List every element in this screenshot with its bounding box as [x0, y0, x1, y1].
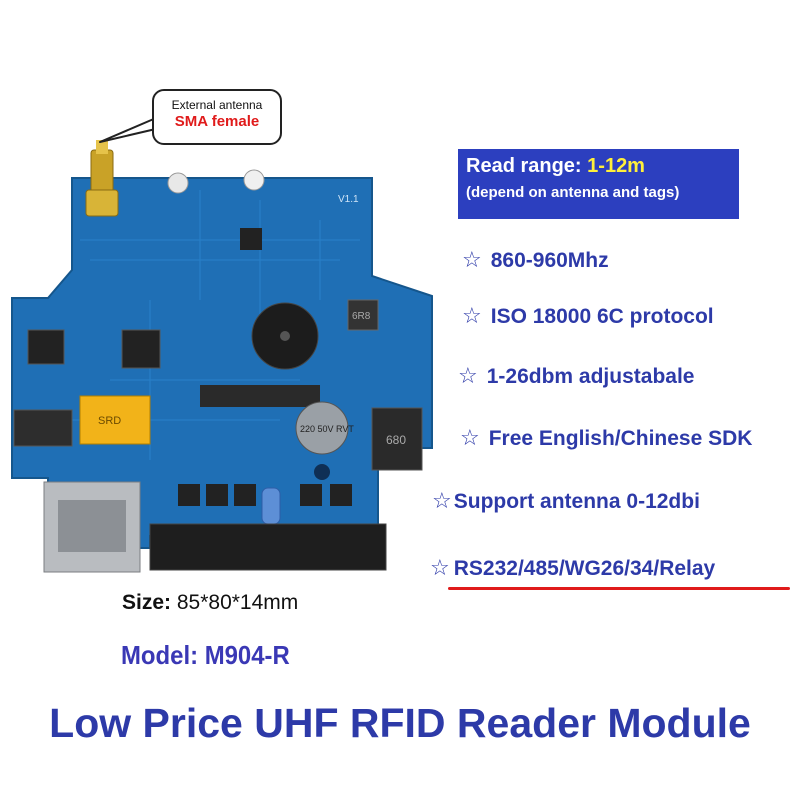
feature-antenna-gain: ☆ Support antenna 0-12dbi [432, 489, 700, 514]
star-icon: ☆ [432, 489, 452, 514]
inductor-top-label: 6R8 [352, 311, 371, 322]
model-number: Model: M904-R [121, 640, 290, 670]
inductor-big-label: 680 [386, 433, 406, 447]
electrolytic-capacitor [295, 401, 349, 455]
callout-line2: SMA female [174, 113, 260, 130]
feature-protocol: ☆ ISO 18000 6C protocol [462, 304, 714, 329]
read-range-value: 1-12m [587, 155, 645, 177]
size-spec: Size: 85*80*14mm [122, 591, 298, 615]
feature-text: ISO 18000 6C protocol [490, 304, 714, 328]
inductor-top [347, 299, 379, 331]
product-headline: Low Price UHF RFID Reader Module [49, 700, 751, 746]
size-label: Size: [122, 591, 172, 614]
chip-small [240, 228, 262, 250]
inductor-big [371, 407, 423, 471]
star-icon: ☆ [430, 556, 450, 581]
antenna-callout: External antenna SMA female [152, 89, 282, 145]
feature-power: ☆ 1-26dbm adjustabale [458, 364, 694, 389]
feature-text: Support antenna 0-12dbi [453, 489, 700, 513]
feature-text: 1-26dbm adjustabale [486, 364, 695, 388]
read-range-label: Read range: [466, 155, 582, 177]
chip-mid [121, 329, 161, 369]
star-icon: ☆ [462, 248, 482, 273]
sma-connector [85, 140, 119, 217]
star-icon: ☆ [462, 304, 482, 329]
capacitor-label: 220 50V RVT [300, 424, 354, 434]
callout-line1: External antenna [171, 98, 263, 112]
interfaces-underline [448, 587, 790, 590]
feature-interfaces: ☆ RS232/485/WG26/34/Relay [430, 556, 715, 581]
feature-text: RS232/485/WG26/34/Relay [453, 556, 716, 580]
relay-label: SRD [98, 415, 121, 427]
relay [79, 395, 151, 445]
star-icon: ☆ [458, 364, 478, 389]
led-right [243, 169, 265, 191]
terminal-header [149, 523, 387, 571]
star-icon: ☆ [460, 426, 480, 451]
coil [261, 487, 281, 525]
rfid-reader-board-image: V1.1 SRD 6R8 680 220 50V RVT [11, 140, 433, 573]
feature-frequency: ☆ 860-960Mhz [462, 248, 609, 273]
transformer [13, 409, 73, 447]
board-version-label: V1.1 [338, 194, 359, 205]
size-value: 85*80*14mm [176, 591, 299, 614]
read-range-title: Read range: 1-12m [466, 155, 731, 178]
feature-sdk: ☆ Free English/Chinese SDK [460, 426, 752, 451]
chip-row [200, 385, 320, 407]
read-range-note: (depend on antenna and tags) [466, 184, 680, 201]
chip-left [27, 329, 65, 365]
led-left [167, 172, 189, 194]
feature-text: 860-960Mhz [490, 248, 609, 272]
read-range-box: Read range: 1-12m (depend on antenna and… [458, 149, 739, 219]
feature-text: Free English/Chinese SDK [488, 426, 753, 450]
